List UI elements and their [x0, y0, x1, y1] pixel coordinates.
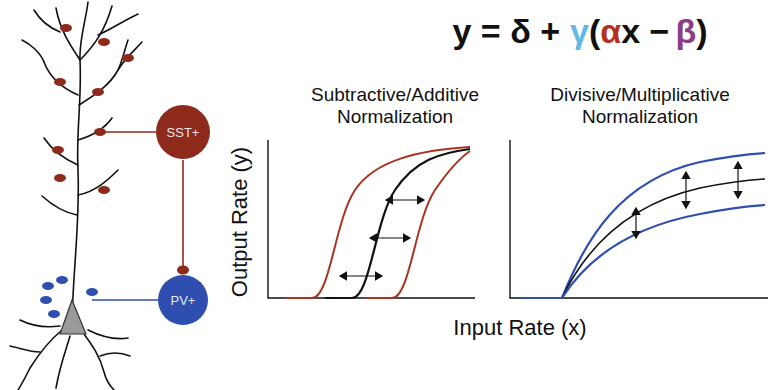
neuron — [10, 2, 142, 390]
cell-name: PV+ — [171, 293, 196, 308]
equation-term: x − — [621, 12, 669, 51]
equation: y = δ + γ(αx −β) — [400, 12, 760, 51]
subtractive-plot — [268, 140, 475, 298]
synapse-head — [177, 266, 189, 275]
cell-name: SST+ — [167, 125, 200, 140]
equation-term: y = δ + — [452, 12, 560, 51]
sst-synapses — [52, 24, 134, 194]
equation-term: β — [675, 12, 696, 51]
pv-interneuron: PV+ — [157, 274, 209, 326]
equation-term: α — [600, 12, 621, 51]
inhibitory-connection — [177, 160, 189, 275]
pv-axon — [92, 299, 158, 301]
equation-term: ) — [696, 12, 707, 51]
node-label: PV+ — [157, 274, 209, 326]
axis-label: Input Rate (x) — [453, 315, 586, 341]
sst-interneuron: SST+ — [155, 104, 211, 160]
node-label: SST+ — [155, 104, 211, 160]
soma — [60, 300, 86, 334]
plot-title: Subtractive/Additive Normalization — [285, 84, 505, 128]
equation-term: γ — [570, 12, 589, 51]
divisive-plot — [510, 140, 768, 298]
equation-term: ( — [589, 12, 600, 51]
sst-axon — [104, 131, 156, 133]
axis-label: Output Rate (y) — [227, 147, 253, 297]
pv-synapses — [40, 276, 98, 318]
plot-title: Divisive/Multiplicative Normalization — [515, 84, 765, 128]
